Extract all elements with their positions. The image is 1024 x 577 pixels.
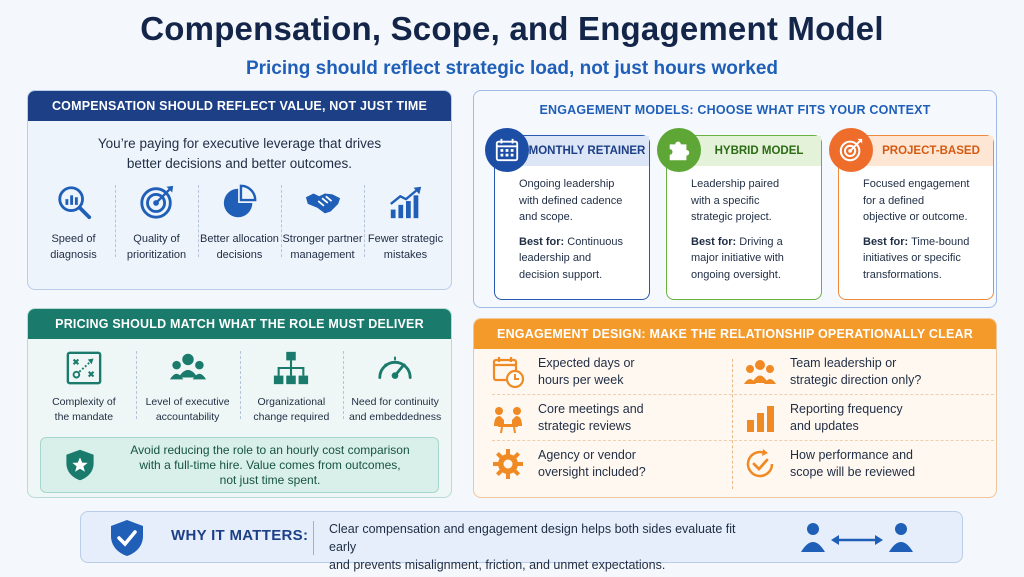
- check-circle-icon: [746, 449, 774, 478]
- org-chart-icon: [274, 351, 309, 385]
- card-best-for: Best for: Driving a major initiative wit…: [691, 235, 784, 281]
- design-divider: [732, 359, 733, 489]
- role-panel-header: PRICING SHOULD MATCH WHAT THE ROLE MUST …: [28, 309, 451, 339]
- magnifier-chart-icon: [57, 186, 91, 220]
- card-hybrid-model: HYBRID MODEL Leadership paired with a sp…: [657, 128, 822, 300]
- models-panel-header: ENGAGEMENT MODELS: CHOOSE WHAT FITS YOUR…: [539, 103, 931, 117]
- shield-star-icon: [66, 449, 94, 481]
- models-panel: ENGAGEMENT MODELS: CHOOSE WHAT FITS YOUR…: [473, 90, 997, 308]
- page-title: Compensation, Scope, and Engagement Mode…: [140, 10, 884, 47]
- why-it-matters-bar: WHY IT MATTERS: Clear compensation and e…: [80, 511, 963, 572]
- why-divider: [313, 521, 314, 555]
- gauge-icon: [378, 356, 412, 379]
- card-best-for: Best for: Continuous leadership and deci…: [519, 235, 623, 281]
- page-subtitle: Pricing should reflect strategic load, n…: [245, 58, 779, 79]
- role-panel: PRICING SHOULD MATCH WHAT THE ROLE MUST …: [27, 308, 452, 498]
- value-panel-header: COMPENSATION SHOULD REFLECT VALUE, NOT J…: [28, 91, 451, 121]
- shield-check-icon: [111, 520, 143, 556]
- calendar-icon: [495, 138, 519, 162]
- card-body: Focused engagement for a defined objecti…: [863, 178, 970, 223]
- design-panel: ENGAGEMENT DESIGN: MAKE THE RELATIONSHIP…: [473, 318, 997, 498]
- card-monthly-retainer: MONTHLY RETAINER Ongoing leadership with…: [485, 128, 650, 300]
- card-project-based: PROJECT-BASED Focused engagement for a d…: [829, 128, 994, 300]
- why-title: WHY IT MATTERS:: [171, 527, 309, 544]
- card-best-for: Best for: Time-bound initiatives or spec…: [863, 235, 970, 281]
- two-way-people-icon: [801, 523, 913, 552]
- puzzle-icon: [669, 141, 690, 161]
- handshake-icon: [305, 193, 340, 214]
- card-badge: [657, 128, 701, 172]
- value-panel-intro: You’re paying for executive leverage tha…: [28, 134, 451, 174]
- design-panel-header: ENGAGEMENT DESIGN: MAKE THE RELATIONSHIP…: [474, 319, 996, 349]
- team-icon: [169, 353, 206, 380]
- pie-chart-icon: [223, 184, 256, 218]
- card-body: Ongoing leadership with defined cadence …: [519, 178, 623, 223]
- gear-icon: [493, 449, 523, 479]
- strategy-board-icon: [66, 351, 102, 385]
- hourly-warning-note: Avoid reducing the role to an hourly cos…: [40, 437, 439, 493]
- intro-line: You’re paying for executive leverage tha…: [97, 136, 382, 151]
- target-icon: [839, 138, 863, 162]
- bar-chart-icon: [747, 405, 774, 432]
- intro-line: better decisions and better outcomes.: [126, 156, 353, 171]
- note-text: Avoid reducing the role to an hourly cos…: [130, 442, 410, 487]
- card-badge: [485, 128, 529, 172]
- calendar-clock-icon: [492, 356, 524, 388]
- value-panel: COMPENSATION SHOULD REFLECT VALUE, NOT J…: [27, 90, 452, 290]
- card-body: Leadership paired with a specific strate…: [691, 178, 780, 223]
- target-icon: [139, 185, 173, 219]
- team-icon: [744, 359, 776, 384]
- card-badge: [829, 128, 873, 172]
- meeting-icon: [494, 406, 522, 433]
- why-text: Clear compensation and engagement design…: [329, 522, 736, 572]
- trend-up-icon: [389, 186, 421, 219]
